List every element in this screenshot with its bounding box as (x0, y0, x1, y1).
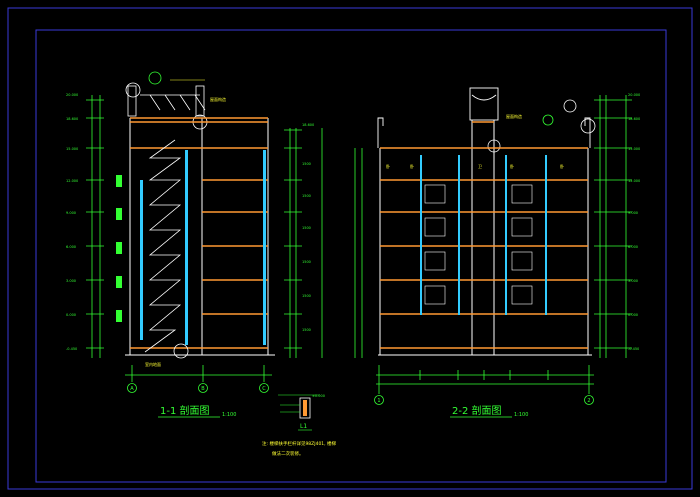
axis-bubbles-right (374, 395, 594, 405)
staircase (144, 139, 182, 353)
svg-text:1500: 1500 (302, 328, 311, 332)
svg-text:15.000: 15.000 (66, 147, 78, 151)
axis-label-1: 1 (377, 398, 380, 404)
svg-text:卫: 卫 (478, 164, 482, 169)
svg-text:±0.000: ±0.000 (312, 394, 325, 398)
room-tags: 卧 卧 卫 卧 卧 (386, 163, 564, 169)
section-scale-2: 1:100 (514, 412, 528, 418)
svg-text:1500: 1500 (302, 226, 311, 230)
section-1-1: 20.000 18.600 15.000 12.000 9.000 6.000 … (66, 71, 323, 418)
bottom-dims-left (125, 365, 272, 382)
svg-text:0.000: 0.000 (66, 313, 76, 317)
axis-label-c: C (262, 386, 266, 392)
left-elevation-marks: 20.000 18.600 15.000 12.000 9.000 6.000 … (66, 93, 78, 351)
svg-text:15.000: 15.000 (628, 147, 640, 151)
note-line-2: 做法二次装修。 (272, 450, 304, 457)
detail-label: L1 (300, 423, 307, 430)
detail-callout (148, 71, 162, 85)
svg-text:9.000: 9.000 (66, 211, 76, 215)
right-dim-text-2: 20.000 18.600 15.000 12.000 9.000 6.000 … (628, 93, 640, 351)
svg-text:20.000: 20.000 (628, 93, 640, 97)
axis-label-b: B (201, 386, 205, 392)
left-dims-2 (354, 148, 363, 358)
right-elevation-dims-1 (284, 128, 323, 358)
svg-text:1500: 1500 (302, 260, 311, 264)
detail-callout (563, 99, 577, 113)
axis-bubbles-left (127, 383, 269, 393)
svg-text:3.000: 3.000 (628, 279, 638, 283)
svg-text:卧: 卧 (410, 163, 414, 169)
svg-text:-0.450: -0.450 (628, 347, 639, 351)
detail-callout (125, 82, 141, 98)
svg-text:-0.450: -0.450 (66, 347, 77, 351)
svg-text:18.600: 18.600 (66, 117, 78, 121)
svg-text:18.600: 18.600 (628, 117, 640, 121)
right-dim-text-1: 18.600 1500 1500 1500 1500 1500 1500 (302, 123, 314, 332)
sheet-outer-frame (7, 7, 693, 490)
svg-text:卧: 卧 (510, 163, 514, 169)
detail-callout (542, 114, 554, 126)
svg-text:卧: 卧 (386, 163, 390, 169)
svg-text:20.000: 20.000 (66, 93, 78, 97)
glass-right (420, 155, 547, 315)
sheet-inner-frame (35, 29, 667, 483)
roof-parapets (377, 87, 591, 148)
building-walls-left (125, 118, 275, 356)
svg-text:屋面构造: 屋面构造 (506, 113, 522, 119)
svg-text:6.000: 6.000 (66, 245, 76, 249)
section-title-2: 2-2 剖面图 (452, 404, 502, 417)
svg-text:屋面构造: 屋面构造 (210, 96, 226, 102)
floor-slabs-right (380, 121, 588, 349)
detail-callout (580, 118, 596, 134)
svg-text:1500: 1500 (302, 162, 311, 166)
svg-text:18.600: 18.600 (302, 123, 314, 127)
detail-callout (173, 343, 189, 359)
svg-text:12.000: 12.000 (628, 179, 640, 183)
stair-glass (140, 150, 266, 345)
svg-text:6.000: 6.000 (628, 245, 638, 249)
right-dims-2 (594, 95, 632, 358)
balconies-left (116, 175, 122, 322)
section-title-1: 1-1 剖面图 (160, 404, 210, 417)
section-scale-1: 1:100 (222, 412, 236, 418)
svg-text:12.000: 12.000 (66, 179, 78, 183)
left-elevation-dims (86, 95, 104, 358)
detail-l1: ±0.000 L1 (278, 394, 325, 431)
roof-pergola (127, 85, 206, 117)
windows-right (424, 184, 533, 305)
building-walls-right (378, 120, 592, 356)
section-2-2: 屋面构造 (354, 87, 640, 418)
axis-label-2: 2 (587, 398, 590, 404)
svg-text:室内地面: 室内地面 (145, 361, 161, 367)
svg-text:9.000: 9.000 (628, 211, 638, 215)
floor-slabs-left (130, 117, 268, 349)
svg-text:3.000: 3.000 (66, 279, 76, 283)
svg-text:0.000: 0.000 (628, 313, 638, 317)
svg-text:卧: 卧 (560, 163, 564, 169)
axis-label-a: A (130, 386, 134, 392)
note-line-1: 注: 楼梯扶手栏杆详见98ZJ401, 楼梯 (262, 440, 337, 447)
svg-text:1500: 1500 (302, 194, 311, 198)
svg-text:1500: 1500 (302, 294, 311, 298)
bottom-dims-right (376, 365, 594, 394)
